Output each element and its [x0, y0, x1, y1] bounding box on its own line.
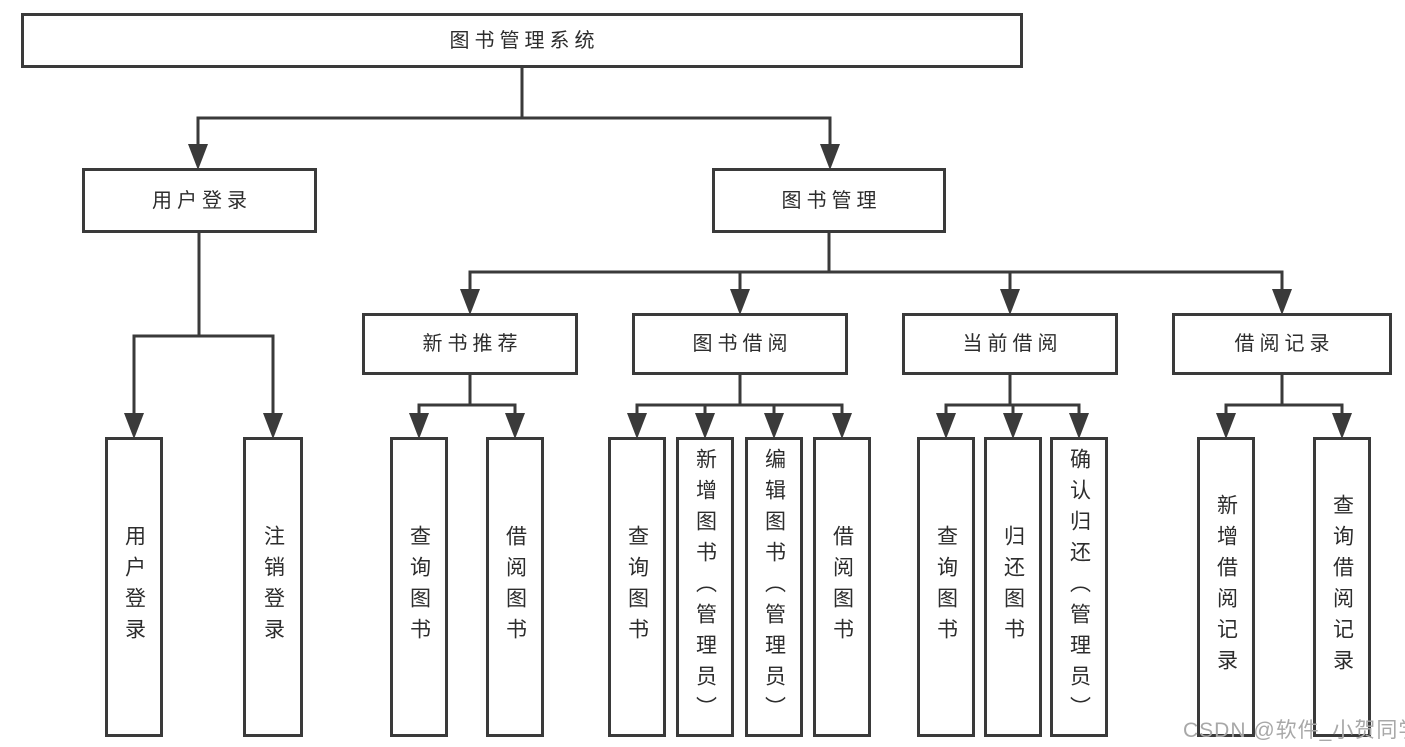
leaf-borrow-books: 借阅图书 [813, 437, 871, 737]
node-book-mgmt-label: 图书管理 [781, 189, 882, 212]
leaf-add-borrow-record-label: 新增借阅记录 [1214, 494, 1238, 680]
leaf-query-borrow-record: 查询借阅记录 [1313, 437, 1371, 737]
node-new-book-rec: 新书推荐 [362, 313, 578, 375]
csdn-watermark: CSDN @软件_小贺同学 [1183, 719, 1405, 742]
leaf-add-books-admin: 新增图书（管理员） [676, 437, 734, 737]
node-current-borrow: 当前借阅 [902, 313, 1118, 375]
leaf-user-login: 用户登录 [105, 437, 163, 737]
leaf-user-login-label: 用户登录 [122, 525, 146, 649]
leaf-confirm-return-admin: 确认归还（管理员） [1050, 437, 1108, 737]
leaf-borrow-query-books-label: 查询图书 [625, 525, 649, 649]
connector-user-login-to-leaves [124, 231, 283, 439]
leaf-current-query-books-label: 查询图书 [934, 525, 958, 649]
leaf-query-borrow-record-label: 查询借阅记录 [1330, 494, 1354, 680]
node-user-login-label: 用户登录 [152, 189, 252, 212]
leaf-current-query-books: 查询图书 [917, 437, 975, 737]
leaf-newrec-query-books-label: 查询图书 [407, 525, 431, 649]
leaf-newrec-query-books: 查询图书 [390, 437, 448, 737]
connector-root-to-level2 [188, 66, 840, 170]
connector-borrow-records-to-leaves [1216, 373, 1352, 439]
node-book-borrow-label: 图书借阅 [692, 333, 793, 355]
node-current-borrow-label: 当前借阅 [962, 333, 1063, 355]
leaf-borrow-query-books: 查询图书 [608, 437, 666, 737]
leaf-return-books: 归还图书 [984, 437, 1042, 737]
node-borrow-records-label: 借阅记录 [1234, 333, 1335, 355]
connector-book-mgmt-to-level3 [460, 231, 1292, 315]
leaf-edit-books-admin: 编辑图书（管理员） [745, 437, 803, 737]
connector-book-borrow-to-leaves [627, 373, 852, 439]
leaf-add-borrow-record: 新增借阅记录 [1197, 437, 1255, 737]
leaf-confirm-return-admin-label: 确认归还（管理员） [1067, 447, 1091, 727]
leaf-return-books-label: 归还图书 [1001, 525, 1025, 649]
node-root-label: 图书管理系统 [449, 29, 600, 52]
leaf-newrec-borrow-books-label: 借阅图书 [503, 525, 527, 649]
leaf-borrow-books-label: 借阅图书 [830, 525, 854, 649]
leaf-edit-books-admin-label: 编辑图书（管理员） [762, 447, 786, 727]
node-book-mgmt: 图书管理 [712, 168, 946, 233]
node-root-system: 图书管理系统 [21, 13, 1023, 68]
connector-current-borrow-to-leaves [936, 373, 1089, 439]
node-user-login: 用户登录 [82, 168, 317, 233]
leaf-newrec-borrow-books: 借阅图书 [486, 437, 544, 737]
leaf-logout-label: 注销登录 [261, 525, 285, 649]
node-new-book-rec-label: 新书推荐 [422, 333, 523, 355]
leaf-add-books-admin-label: 新增图书（管理员） [693, 447, 717, 727]
leaf-logout: 注销登录 [243, 437, 303, 737]
node-book-borrow: 图书借阅 [632, 313, 848, 375]
node-borrow-records: 借阅记录 [1172, 313, 1392, 375]
connector-new-book-rec-to-leaves [409, 373, 525, 439]
